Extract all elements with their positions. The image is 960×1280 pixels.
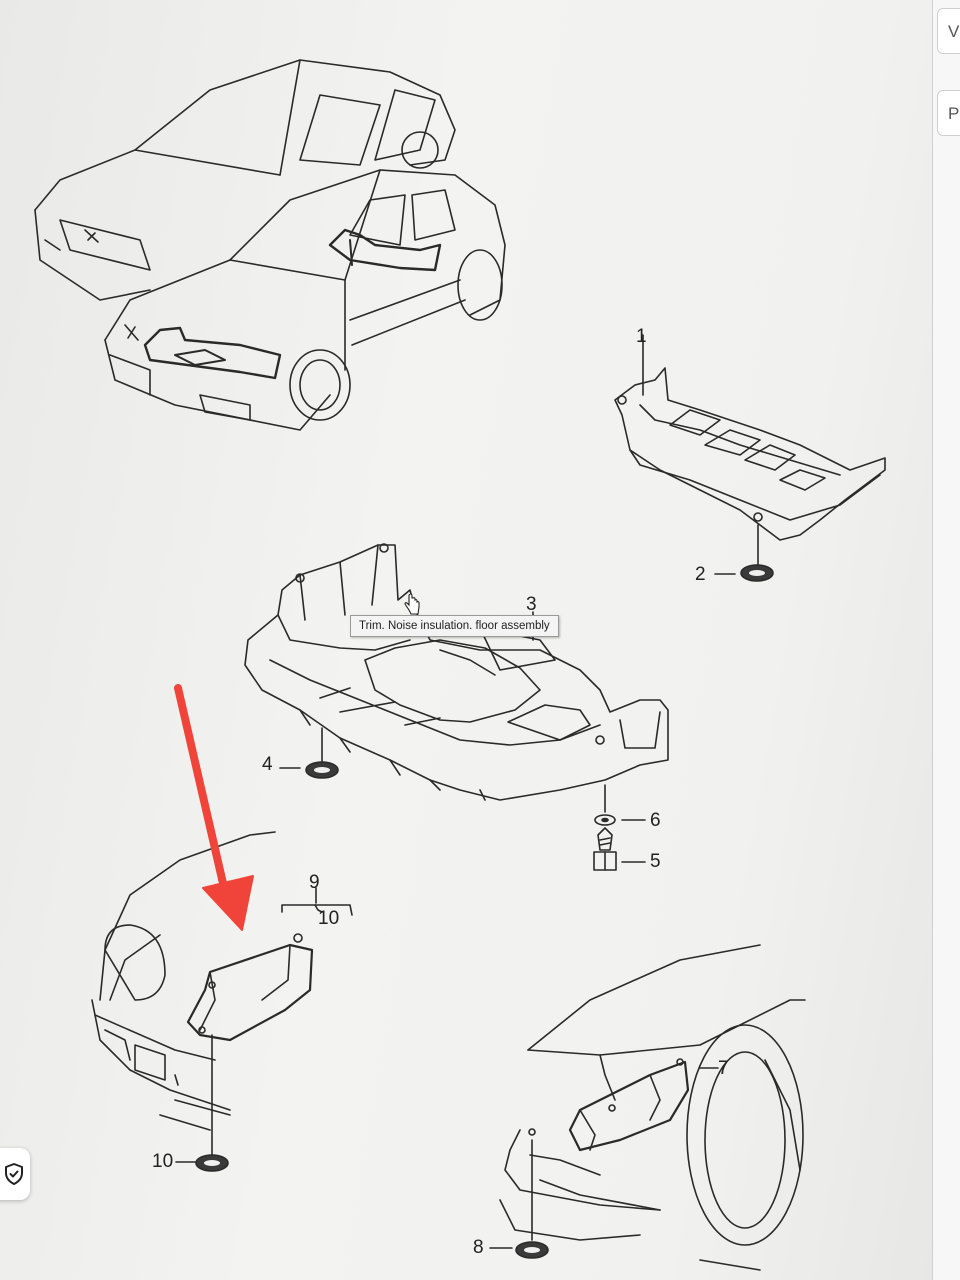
callout-2[interactable]: 2 [695,564,706,585]
car-front-left-illustration [91,831,276,1131]
part-7-air-guide [528,1058,719,1152]
callout-3[interactable]: 3 [526,594,537,615]
side-panel-item-1[interactable]: V [937,8,960,54]
callout-1[interactable]: 1 [636,326,647,347]
side-panel: V P [932,0,960,1280]
fastener-2-clip [714,524,774,582]
callout-8[interactable]: 8 [473,1237,484,1258]
washer-6 [594,784,646,826]
callout-7[interactable]: 7 [718,1058,729,1079]
shield-check-icon [5,1163,23,1185]
car-illustration-front [104,169,506,431]
side-panel-item-2[interactable]: P [937,90,960,136]
part-9-air-guide [186,887,353,1042]
part-1-undertray [614,334,886,541]
parts-diagram-sheet: 1 2 3 4 5 6 7 8 9 10 10 Trim. Noise insu… [34,59,886,1271]
red-annotation-arrow [174,684,254,931]
fastener-4-clip [279,727,339,779]
exploded-parts-drawing [34,59,886,1271]
shield-button[interactable] [0,1148,30,1200]
car-illustration-rear [34,59,456,301]
callout-5[interactable]: 5 [650,851,661,872]
part-3-floor-insulation [244,543,669,801]
callout-10-lower[interactable]: 10 [152,1151,174,1172]
callout-10-upper[interactable]: 10 [318,908,340,929]
callout-6[interactable]: 6 [650,810,661,831]
fastener-8-clip [489,1139,549,1259]
callout-4[interactable]: 4 [262,754,273,775]
part-tooltip: Trim. Noise insulation. floor assembly [350,615,559,637]
callout-9[interactable]: 9 [309,872,320,893]
hand-pointer-icon [404,594,420,615]
bolt-5 [593,827,646,871]
fastener-10-clip [175,1034,229,1172]
car-front-right-illustration [499,944,806,1271]
